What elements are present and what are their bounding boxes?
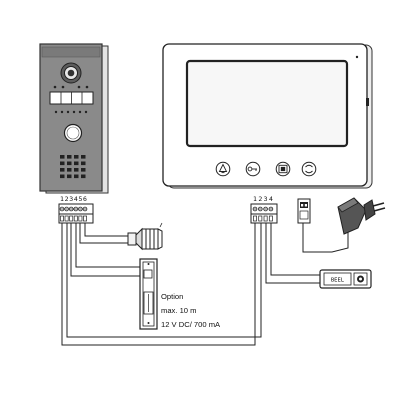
wire-power [302,223,349,253]
keypad-key [74,174,79,179]
keypad-key [60,161,65,166]
mon-terminal-label: 2 [258,195,262,203]
monitor-screen [185,59,349,148]
keypad-key [60,174,65,179]
ds-terminal-slot [60,215,64,222]
ds-terminal-label: 4 [74,195,78,203]
door-station [39,43,109,194]
ds-terminal-screw [78,206,83,212]
keypad-key [74,161,79,166]
wire-mon4-bell [270,223,320,276]
call-button [63,123,83,143]
wire-ds1-mon1 [61,223,256,346]
wire-ds6-gong [84,223,128,237]
keypad-key [81,174,86,179]
keypad-key [81,155,86,159]
ds-terminal-screw [59,206,65,212]
wire-mon3-bell [265,223,320,284]
ds-terminal-label: 3 [69,195,73,203]
keypad-key [74,155,79,159]
ds-terminal-label: 6 [83,195,87,203]
keypad-key [74,168,79,172]
electric-lock [139,258,158,330]
ds-terminal-label: 5 [78,195,82,203]
lock-power-label: 12 V DC/ 700 mA [161,320,221,329]
camera-icon [60,62,82,84]
ds-terminal-slot [83,215,87,222]
keypad-key [60,155,65,159]
keypad-key [67,168,72,172]
ds-terminal-screw [64,206,69,212]
speaker-grille [54,110,88,114]
ds-terminal-slot [69,215,74,222]
ds-terminal-slot [73,215,78,222]
keypad [60,155,86,179]
lock-distance-label: max. 10 m [161,306,196,315]
power-connector [297,198,311,224]
ds-terminal-slot [78,215,83,222]
mon-terminal-slot [268,215,273,222]
intercom-icon [301,161,317,177]
name-plate [49,91,94,105]
wire-ds3-lock [70,223,144,277]
monitor-view-icon [275,161,291,177]
wiring [61,223,349,346]
door-chime [127,222,163,251]
ds-terminal-label: 1 [60,195,64,203]
mon-terminal-label: 1 [253,195,257,203]
lock-option-label: Option [161,292,183,301]
ds-terminal-label: 2 [65,195,69,203]
wire-ds4-lock [75,223,144,268]
power-adapter-icon [337,197,386,235]
led-indicators [53,85,89,89]
bell-button-label: BEEL [331,278,345,284]
ds-terminal-screw [73,206,79,212]
ds-terminal-screw [82,206,88,212]
keypad-key [81,161,86,166]
keypad-key [67,161,72,166]
keypad-key [67,155,72,159]
mon-terminal-label: 3 [264,195,268,203]
indoor-monitor [162,43,373,189]
bell-icon [215,161,231,177]
ds-terminal-slot [64,215,69,222]
ds-terminal-screw [68,206,74,212]
mon-terminal-slot [258,215,263,222]
mon-terminal-slot [253,215,257,222]
keypad-key [60,168,65,172]
mon-terminal-slot [263,215,268,222]
wire-ds5-gong [79,223,128,244]
keypad-key [81,168,86,172]
mon-terminal-screw [268,206,274,212]
bell-push-button: BEEL [319,269,372,289]
keypad-key [67,174,72,179]
wire-ds2-mon2 [66,223,262,338]
mon-terminal-screw [263,206,268,212]
unlock-key-icon [245,161,261,177]
mon-terminal-label: 4 [269,195,273,203]
mon-terminal-screw [252,206,258,212]
mon-terminal-screw [257,206,263,212]
